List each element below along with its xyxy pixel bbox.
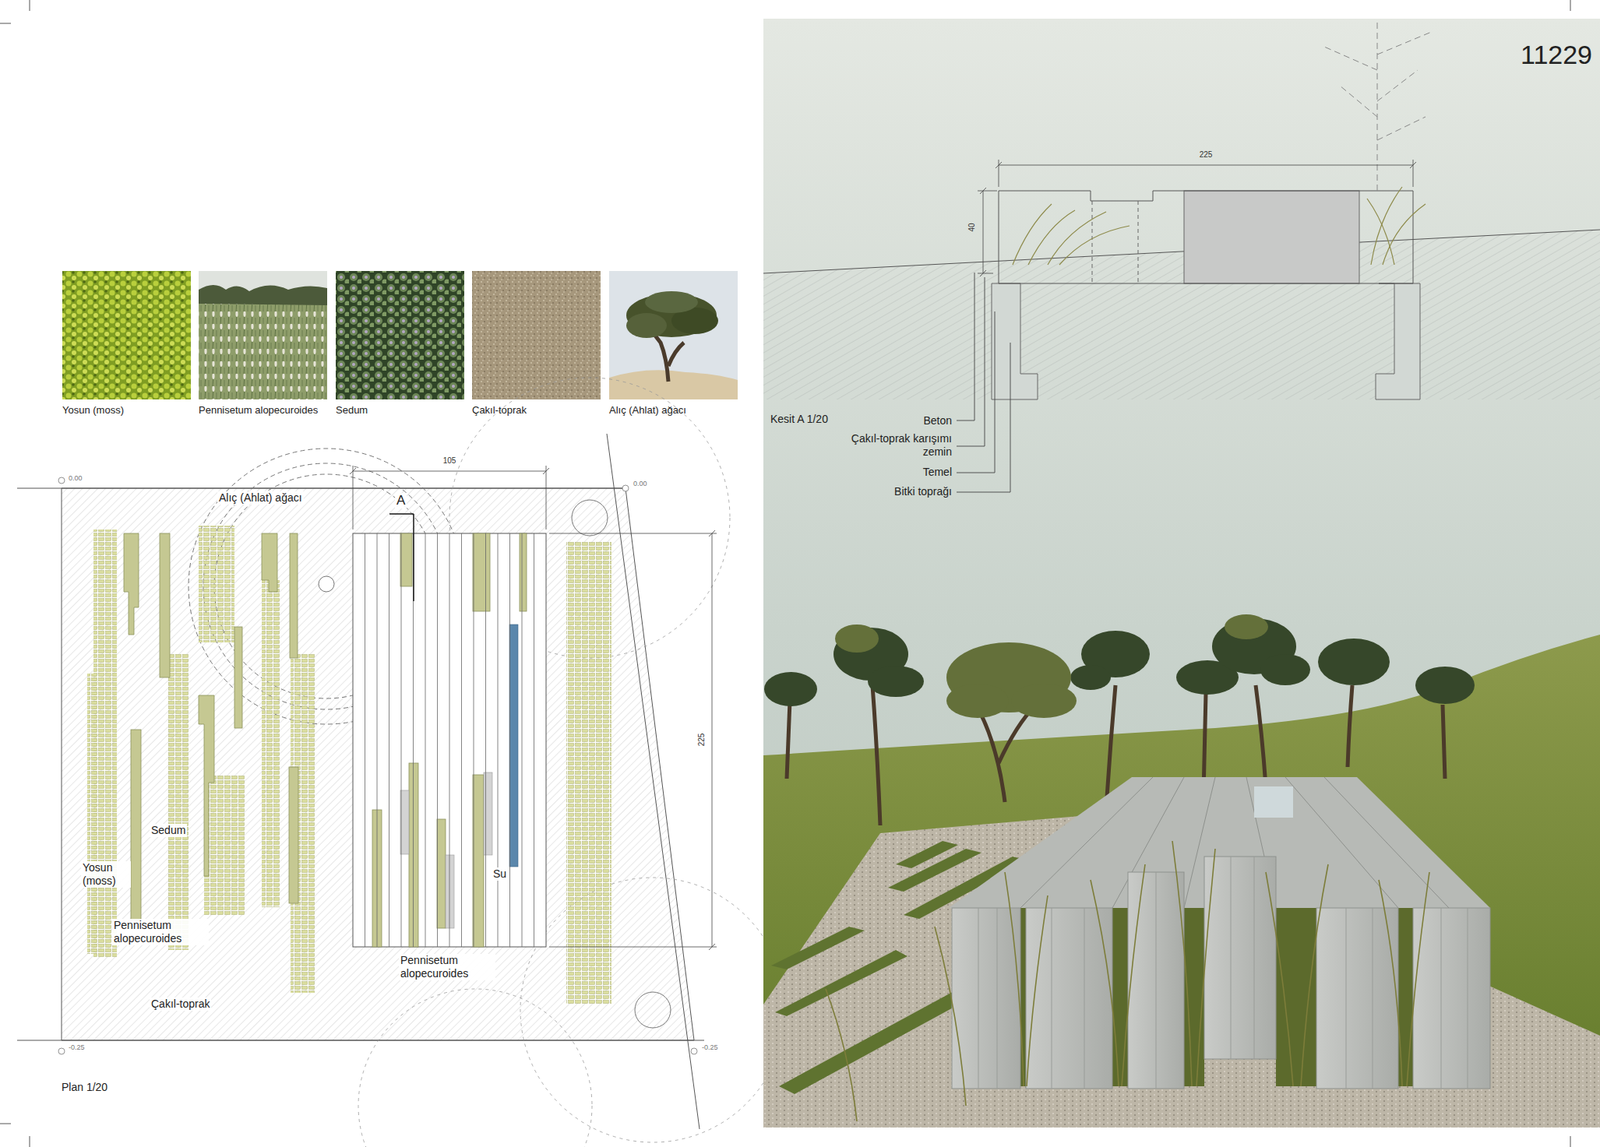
level-mark: -0.25 bbox=[66, 1043, 87, 1053]
material-label: Temel bbox=[923, 465, 952, 480]
photo-caption: Sedum bbox=[335, 404, 465, 416]
sheet-number: 11229 bbox=[1520, 38, 1593, 71]
photo-area bbox=[472, 271, 601, 405]
drawing-title: Plan 1/20 bbox=[61, 1081, 108, 1095]
material-label: Bitki toprağı bbox=[894, 485, 952, 499]
level-mark: -0.25 bbox=[700, 1043, 720, 1053]
plant-label: Pennisetum alopecuroides bbox=[398, 954, 496, 981]
dimension: 40 bbox=[967, 222, 977, 232]
level-mark: 0.00 bbox=[631, 479, 649, 489]
material-label: Beton bbox=[923, 414, 952, 428]
photo-caption: Çakıl-toprak bbox=[472, 404, 601, 416]
dimension: 225 bbox=[1199, 150, 1213, 160]
section-marker: A bbox=[394, 493, 407, 509]
plant-label: Çakıl-toprak bbox=[149, 997, 212, 1012]
plant-label: Sedum bbox=[149, 824, 187, 838]
photo-tile: Sedum bbox=[335, 271, 465, 416]
plant-label: Alıç (Ahlat) ağacı bbox=[217, 491, 304, 505]
level-mark: 0.00 bbox=[66, 474, 85, 483]
plant-label: Su bbox=[491, 867, 508, 882]
photo-area bbox=[62, 271, 191, 405]
photo-tile: Çakıl-toprak bbox=[472, 271, 601, 416]
photo-tile: Alıç (Ahlat) ağacı bbox=[609, 271, 738, 416]
photo-caption: Pennisetum alopecuroides bbox=[198, 404, 328, 416]
photo-tile: Pennisetum alopecuroides bbox=[198, 271, 328, 416]
photo-caption: Yosun (moss) bbox=[62, 404, 191, 416]
material-label: Çakıl-toprak karışımı zemin bbox=[850, 432, 952, 459]
photo-caption: Alıç (Ahlat) ağacı bbox=[609, 404, 738, 416]
plant-label: Pennisetum alopecuroides bbox=[112, 919, 209, 946]
photo-tile: Yosun (moss) bbox=[62, 271, 191, 416]
photo-area bbox=[335, 271, 465, 405]
photo-area bbox=[198, 271, 328, 405]
plant-label: Yosun (moss) bbox=[81, 861, 131, 889]
dimension: 225 bbox=[697, 732, 707, 749]
photo-area bbox=[609, 271, 738, 405]
drawing-title: Kesit A 1/20 bbox=[770, 412, 829, 427]
dimension: 105 bbox=[443, 456, 457, 466]
